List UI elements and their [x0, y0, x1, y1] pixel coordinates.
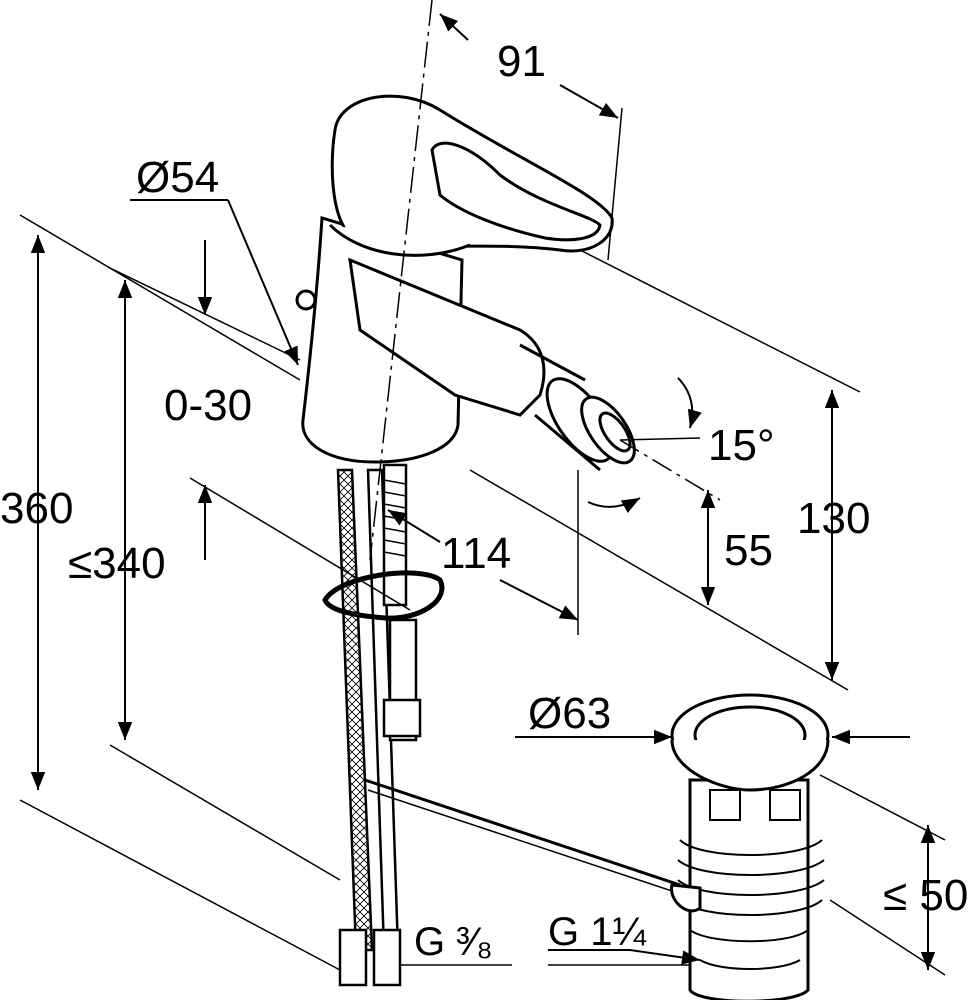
construction-lines	[19, 0, 946, 976]
dim-aerator-height: 55	[724, 526, 773, 575]
waste-assembly	[670, 693, 830, 1003]
dim-body-diameter: Ø54	[136, 153, 219, 202]
thread-waste: G 1¼	[548, 910, 646, 954]
dim-shank-length: ≤340	[68, 539, 166, 588]
dim-waste-depth: ≤ 50	[883, 871, 968, 920]
dim-spout-reach: 91	[497, 37, 546, 86]
dim-spout-height: 130	[797, 494, 870, 543]
popup-rod	[364, 778, 681, 894]
dimension-labels: 91 Ø54 0-30 360 ≤340 15° 114 130 55 Ø63 …	[0, 37, 968, 964]
dim-total-height: 360	[0, 484, 73, 533]
faucet-body	[295, 94, 636, 472]
thread-connection: G ³⁄₈	[414, 920, 493, 964]
dim-spout-angle: 15°	[708, 421, 775, 470]
dim-waste-diameter: Ø63	[528, 689, 611, 738]
dim-aerator-offset: 114	[441, 529, 511, 578]
dim-deck-thickness: 0-30	[164, 381, 252, 430]
supply-hoses	[322, 463, 445, 987]
dimension-lines	[30, 13, 936, 970]
